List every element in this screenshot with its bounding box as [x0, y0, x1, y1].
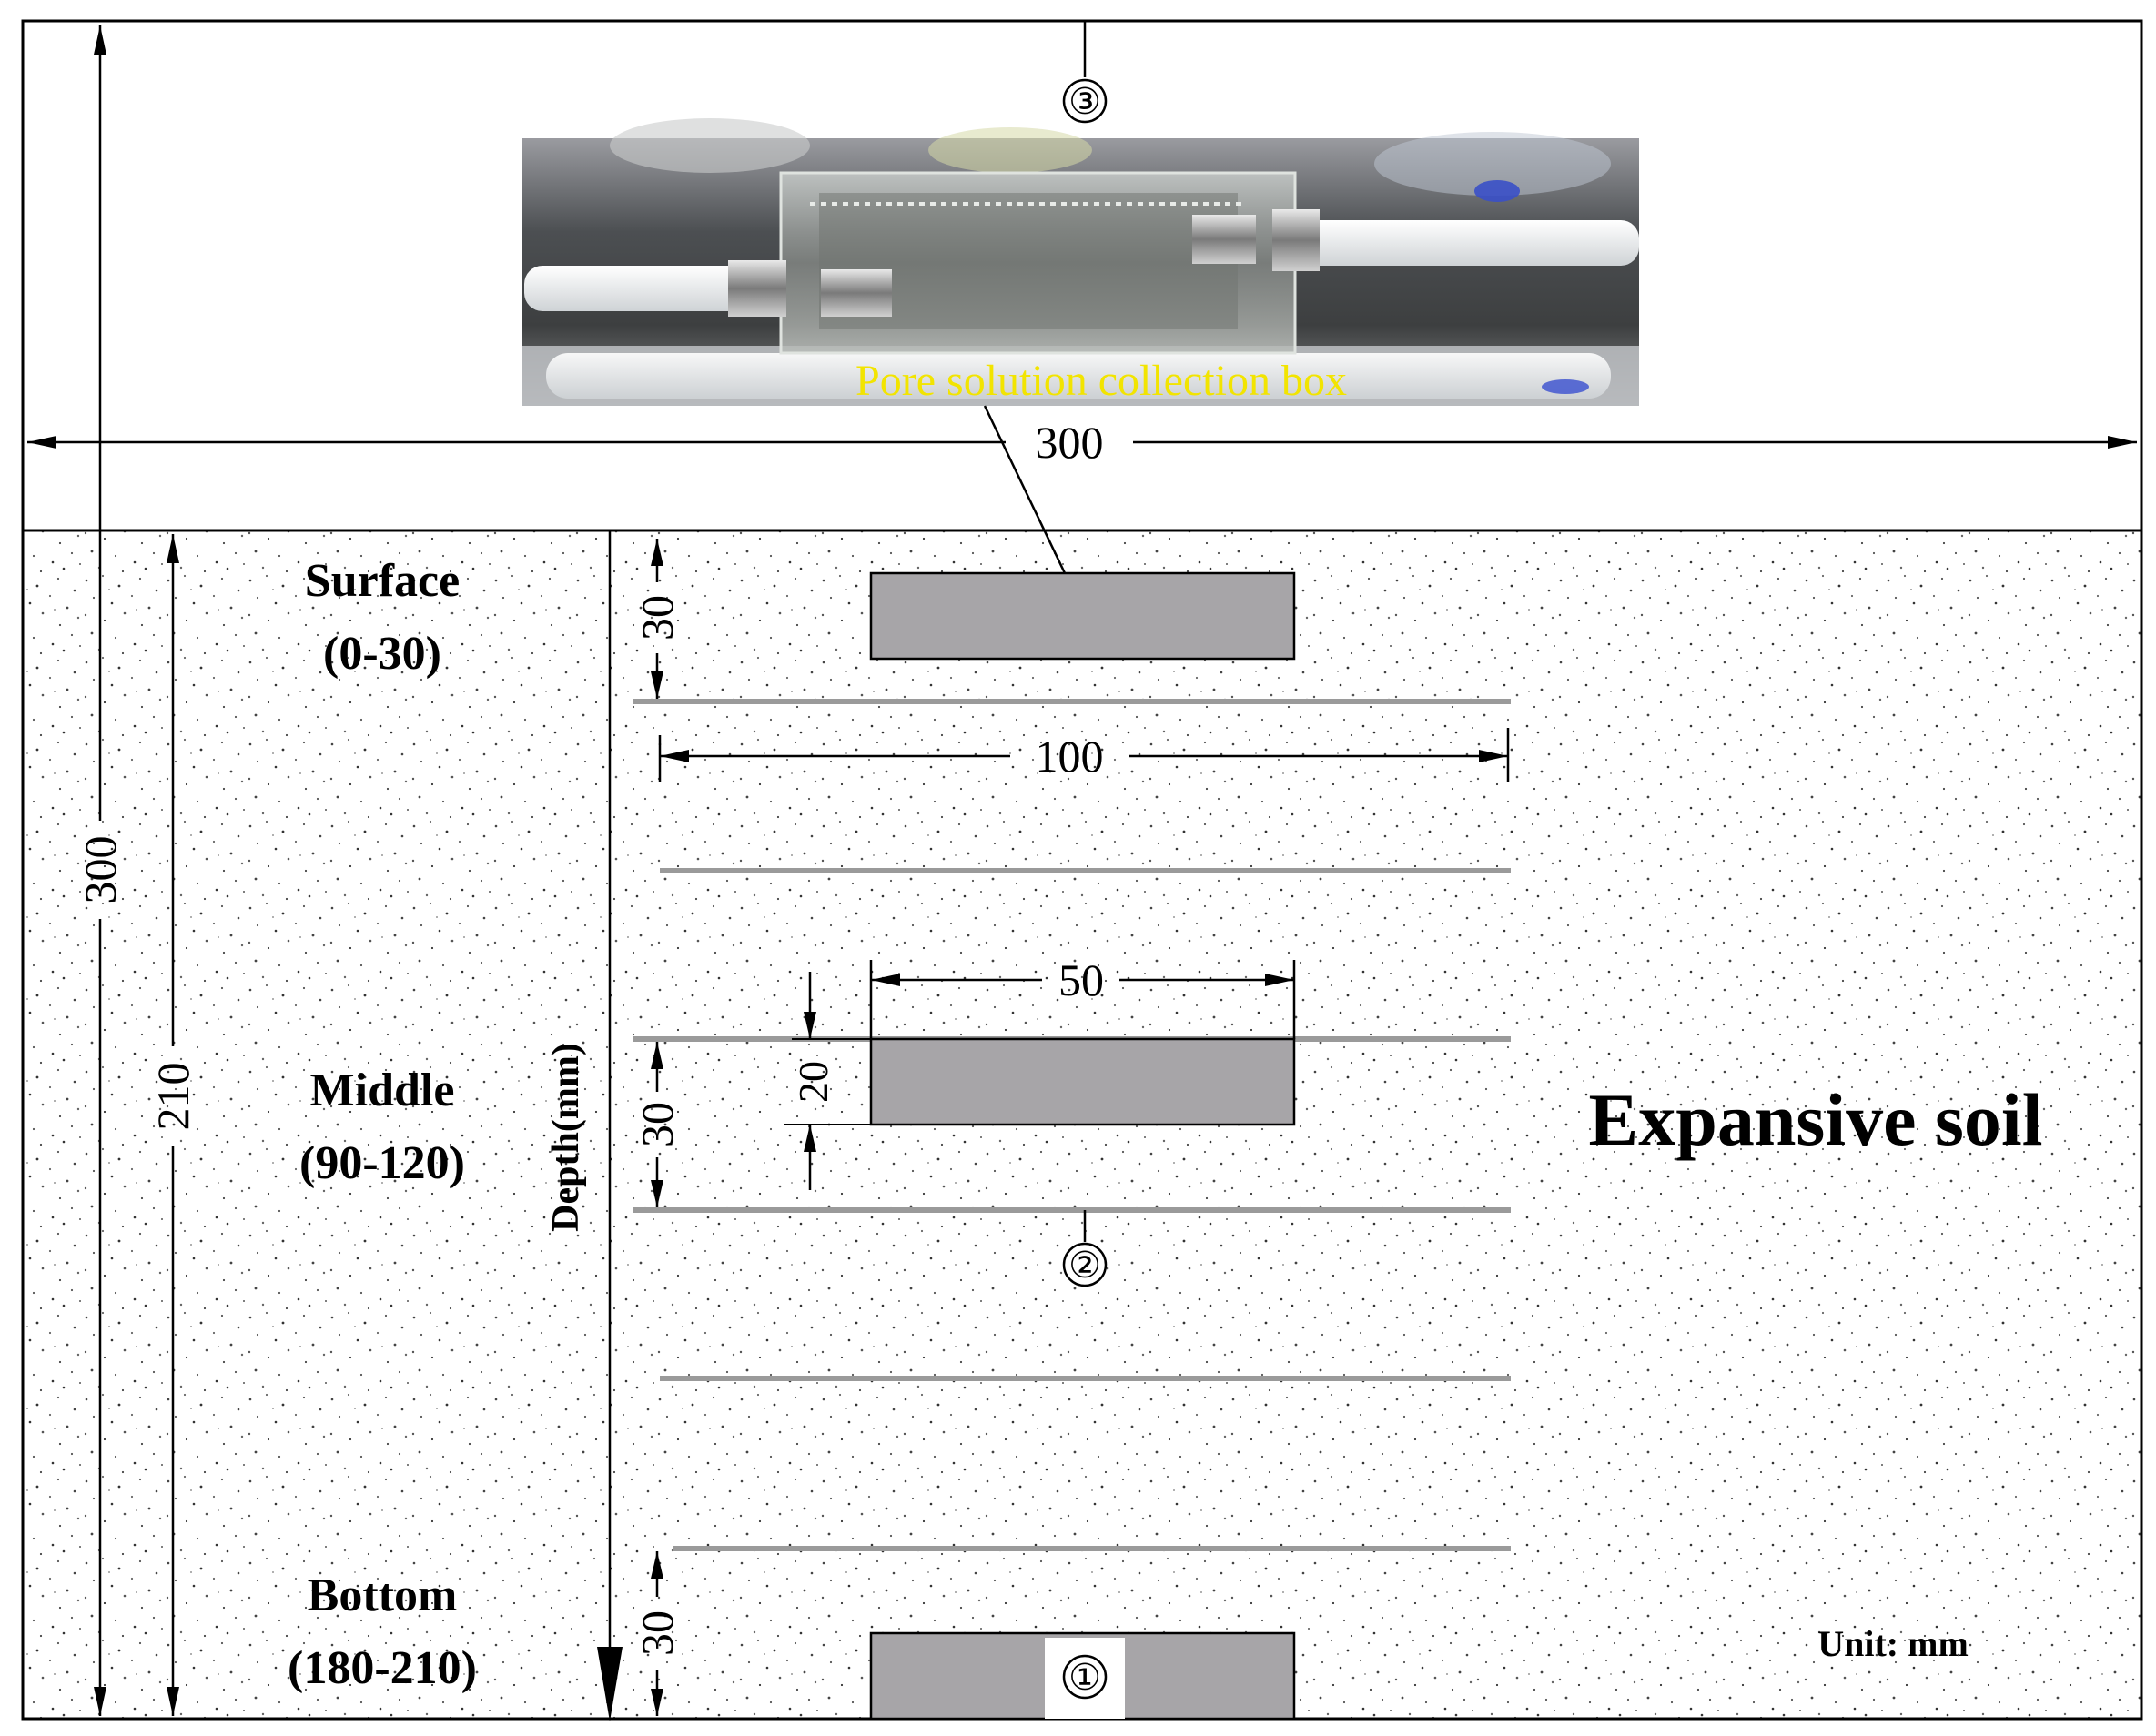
surface-spacing-dimension: 30 [632, 539, 683, 699]
photo-caption: Pore solution collection box [855, 357, 1347, 405]
total-width-label: 300 [1036, 417, 1104, 468]
surface-spacing-label: 30 [632, 595, 683, 641]
zone-surface-name: Surface [305, 555, 460, 607]
marker-1: ① [1068, 1657, 1101, 1698]
unit-label: Unit: mm [1817, 1623, 1969, 1664]
layer-width-label: 100 [1036, 731, 1104, 782]
box-height-label: 20 [790, 1061, 836, 1103]
material-label: Expansive soil [1589, 1078, 2043, 1161]
width-dimension: 300 [27, 417, 2137, 468]
middle-spacing-dimension: 30 [632, 1042, 683, 1207]
marker-3: ③ [1068, 81, 1101, 122]
depth-axis: Depth(mm) [545, 530, 623, 1721]
marker-1-circle [1062, 1654, 1108, 1700]
photo-leader-line [983, 405, 1067, 574]
marker-2: ② [1068, 1245, 1101, 1286]
collection-box-photo: Pore solution collection box [522, 118, 1639, 406]
box-height-dimension: 20 [784, 972, 871, 1190]
layer-width-dimension: 100 [658, 728, 1510, 782]
zone-middle-range: (90-120) [299, 1137, 465, 1189]
bottom-spacing-dimension: 30 [632, 1551, 683, 1716]
total-height-dimension: 300 [75, 25, 126, 1716]
middle-spacing-label: 30 [632, 1102, 683, 1147]
zone-bottom-name: Bottom [308, 1569, 458, 1621]
layer-separators [633, 699, 1511, 1551]
collection-box-middle [869, 1037, 1296, 1126]
bottom-spacing-label: 30 [632, 1610, 683, 1656]
soil-height-label: 210 [147, 1063, 198, 1131]
collection-box-surface [869, 571, 1296, 661]
zone-middle-name: Middle [310, 1065, 455, 1116]
marker-2-circle [1062, 1242, 1108, 1287]
zone-bottom-range: (180-210) [288, 1642, 477, 1694]
box-width-dimension: 50 [869, 954, 1296, 1039]
zone-surface-range: (0-30) [323, 628, 441, 680]
total-height-label: 300 [75, 836, 126, 904]
depth-axis-label: Depth(mm) [545, 1043, 587, 1232]
box-width-label: 50 [1058, 954, 1104, 1005]
soil-height-dimension: 210 [147, 534, 198, 1716]
marker-3-circle [1062, 78, 1108, 124]
